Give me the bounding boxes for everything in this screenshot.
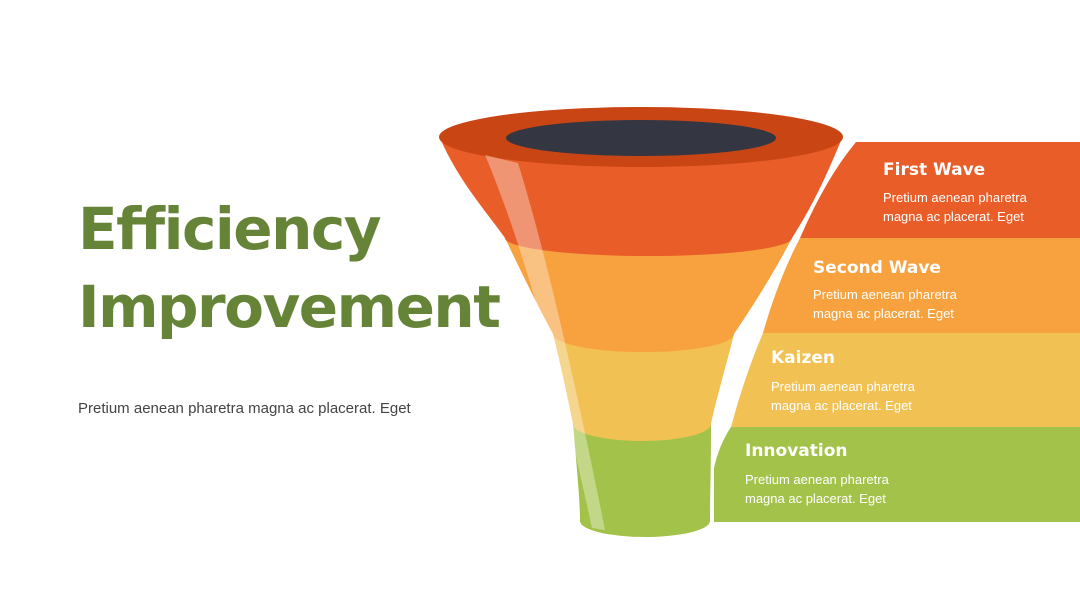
stage-band-innovation <box>714 427 1080 522</box>
stage-desc-innovation: Pretium aenean pharetra magna ac placera… <box>745 472 889 506</box>
funnel-opening <box>506 120 776 156</box>
stage-band-second-wave <box>763 238 1080 333</box>
title-line-1: Efficiency <box>78 195 382 263</box>
funnel-segment-kaizen <box>553 334 734 441</box>
slide-subtitle: Pretium aenean pharetra magna ac placera… <box>78 400 411 417</box>
stage-desc-second-wave: Pretium aenean pharetra magna ac placera… <box>813 287 957 321</box>
stage-desc-first-wave: Pretium aenean pharetra magna ac placera… <box>883 190 1027 224</box>
stage-band-first-wave <box>800 142 1080 238</box>
funnel-segment-second-wave <box>505 238 792 353</box>
funnel-segment-innovation <box>573 424 711 537</box>
funnel-highlight <box>485 155 605 530</box>
stage-title-innovation: Innovation <box>745 441 848 461</box>
stage-band-kaizen <box>731 333 1080 427</box>
funnel-segment-first-wave <box>440 138 842 257</box>
stage-desc-kaizen: Pretium aenean pharetra magna ac placera… <box>771 379 915 413</box>
stage-title-second-wave: Second Wave <box>813 258 941 278</box>
stage-title-kaizen: Kaizen <box>771 348 835 368</box>
stage-title-first-wave: First Wave <box>883 160 986 180</box>
slide-title: Efficiency Improvement <box>78 190 501 346</box>
title-line-2: Improvement <box>78 273 501 341</box>
